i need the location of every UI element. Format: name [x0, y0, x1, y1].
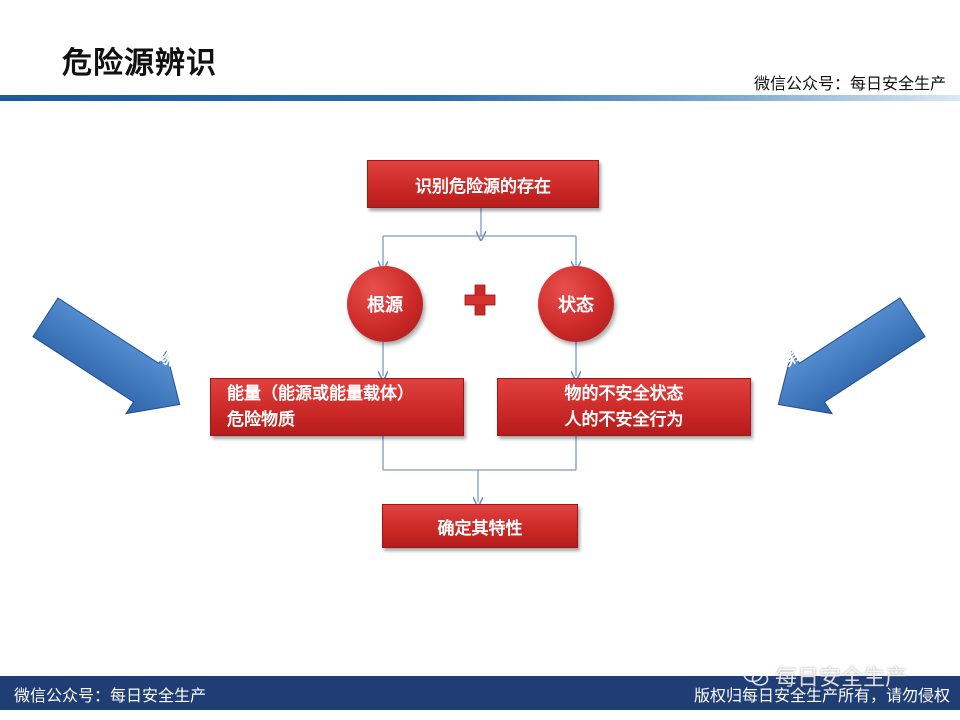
page-title: 危险源辨识	[62, 46, 217, 81]
determine-characteristics-box: 确定其特性	[382, 504, 578, 548]
watermark: 每日安全生产	[743, 660, 907, 692]
unsafe-behavior-line: 人的不安全行为	[564, 410, 684, 430]
left-arrow-shape	[32, 297, 181, 415]
unsafe-object-line: 物的不安全状态	[564, 384, 684, 404]
energy-hazard-box: 能量（能源或能量载体） 危险物质	[210, 378, 464, 436]
root-cause-circle: 根源	[347, 266, 423, 342]
footer-wechat-label: 微信公众号：每日安全生产	[14, 686, 207, 705]
identify-hazard-box: 识别危险源的存在	[367, 160, 599, 208]
watermark-text: 每日安全生产	[775, 666, 908, 691]
wechat-account-label: 微信公众号：每日安全生产	[753, 74, 946, 93]
energy-line: 能量（能源或能量载体）	[227, 384, 414, 404]
footer-copyright: 版权归每日安全生产所有，请勿侵权	[693, 686, 950, 705]
state-circle: 状态	[538, 266, 614, 342]
hazardous-material-line: 危险物质	[227, 410, 295, 430]
wechat-icon	[743, 665, 769, 686]
plus-icon	[464, 284, 496, 316]
header-divider	[0, 95, 960, 101]
footer-bar	[0, 676, 960, 710]
unsafe-state-box: 物的不安全状态 人的不安全行为	[497, 378, 751, 436]
right-arrow-shape	[777, 297, 926, 415]
